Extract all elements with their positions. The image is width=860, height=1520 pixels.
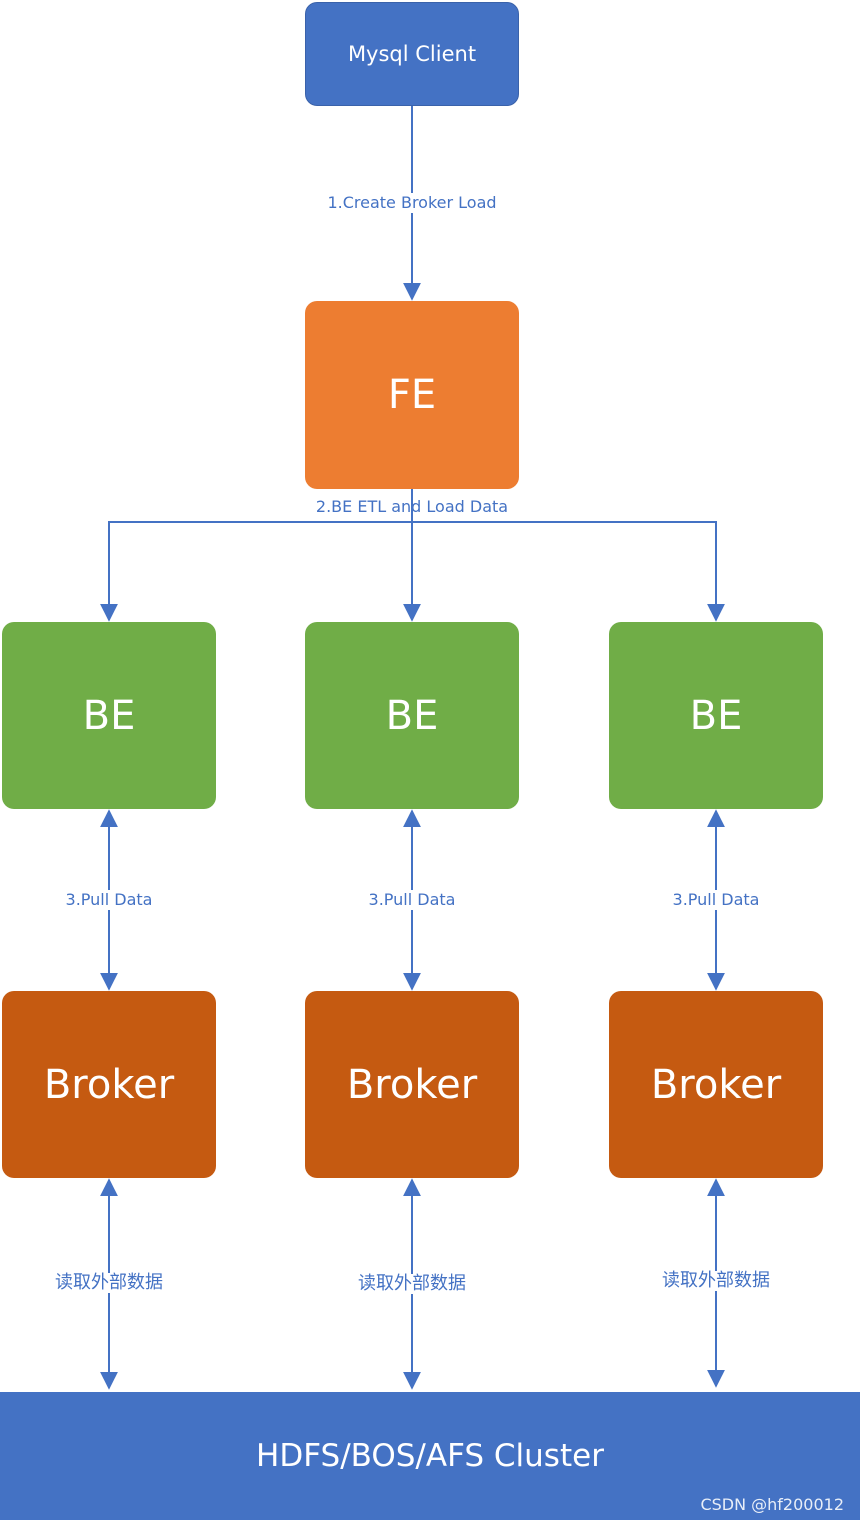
edge-label-read-1: 读取外部数据	[356, 1273, 468, 1294]
broker-node-1: Broker	[305, 991, 519, 1178]
mysql-client-node: Mysql Client	[305, 2, 519, 106]
edge-label-pull-1: 3.Pull Data	[366, 890, 458, 910]
fe-label: FE	[387, 372, 437, 418]
broker-node-0: Broker	[2, 991, 216, 1178]
broker-node-2: Broker	[609, 991, 823, 1178]
cluster-label: HDFS/BOS/AFS Cluster	[256, 1438, 604, 1474]
broker-label: Broker	[43, 1061, 175, 1108]
storage-cluster-node: HDFS/BOS/AFS Cluster	[0, 1392, 860, 1520]
be-label: BE	[82, 692, 136, 739]
edge-label-read-0: 读取外部数据	[53, 1272, 165, 1293]
edge-label-pull-2: 3.Pull Data	[670, 890, 762, 910]
edge-label-create: 1.Create Broker Load	[325, 193, 499, 213]
arrow-fe-to-be-right	[412, 521, 725, 622]
watermark: CSDN @hf200012	[700, 1495, 844, 1514]
broker-label: Broker	[346, 1061, 478, 1108]
be-node-2: BE	[609, 622, 823, 809]
mysql-client-label: Mysql Client	[347, 42, 477, 66]
be-node-0: BE	[2, 622, 216, 809]
be-label: BE	[385, 692, 439, 739]
edge-label-pull-0: 3.Pull Data	[63, 890, 155, 910]
fe-node: FE	[305, 301, 519, 489]
edge-label-etl: 2.BE ETL and Load Data	[315, 497, 509, 516]
be-label: BE	[689, 692, 743, 739]
be-node-1: BE	[305, 622, 519, 809]
broker-label: Broker	[650, 1061, 782, 1108]
edge-label-read-2: 读取外部数据	[660, 1270, 772, 1291]
